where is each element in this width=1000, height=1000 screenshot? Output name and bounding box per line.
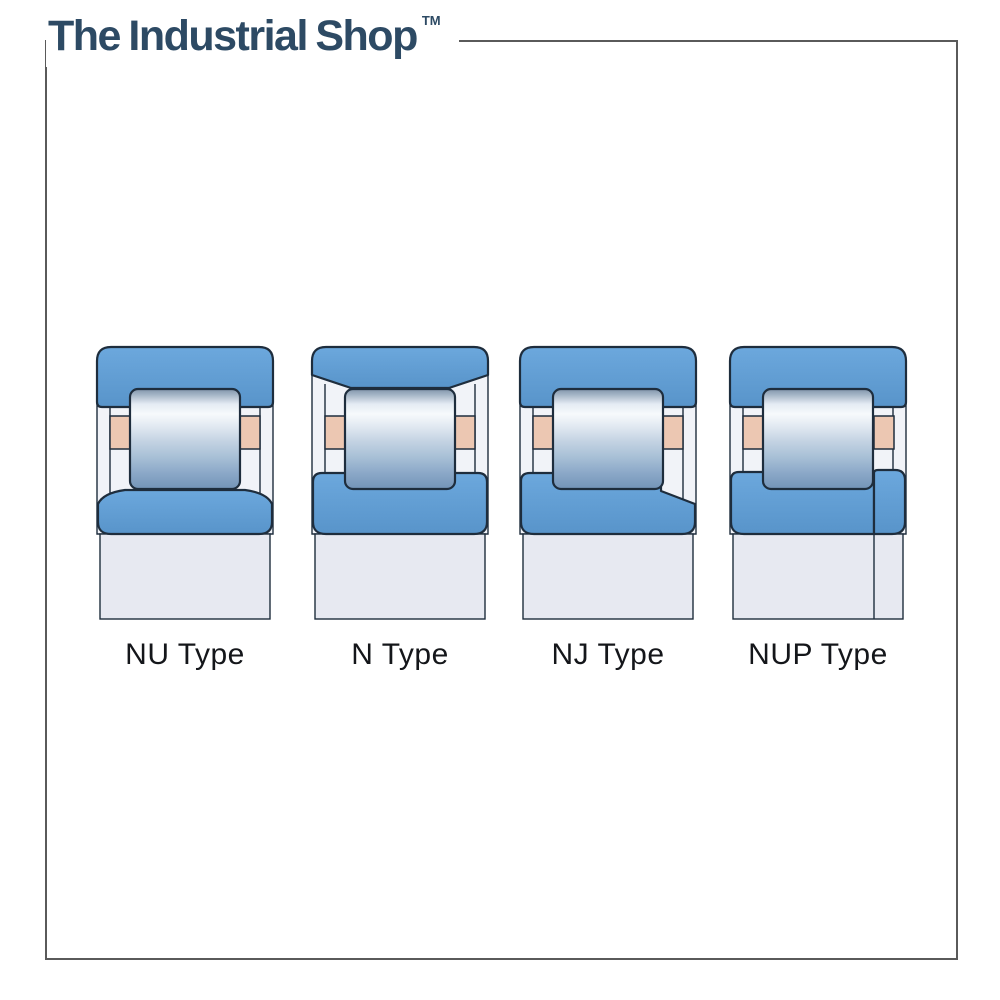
bearing-cross-section-nj	[518, 345, 698, 620]
outer-ring-plain	[310, 345, 490, 390]
brand-name: The Industrial Shop	[48, 12, 418, 60]
trademark-symbol: TM	[421, 13, 441, 28]
cage-left	[109, 415, 131, 450]
cage-left	[742, 415, 764, 450]
cage-right	[239, 415, 261, 450]
cage-right	[873, 415, 895, 450]
cage-right	[662, 415, 684, 450]
shaft	[522, 533, 694, 620]
bearing-cross-section-nup	[728, 345, 908, 620]
thrust-collar	[872, 468, 907, 536]
bearing-diagram-nj: NJ Type	[518, 342, 698, 672]
bearing-diagram-n: N Type	[310, 342, 490, 672]
bearing-type-label: N Type	[351, 638, 449, 671]
inner-ring	[96, 488, 274, 536]
bearing-diagram-nup: NUP Type	[728, 342, 908, 672]
roller	[128, 387, 242, 491]
shaft	[99, 533, 271, 620]
roller	[551, 387, 665, 491]
bearing-diagram-nu: NU Type	[95, 342, 275, 672]
cage-left	[532, 415, 554, 450]
roller	[343, 387, 457, 491]
bearing-type-label: NUP Type	[748, 638, 888, 671]
shaft	[314, 533, 486, 620]
shaft	[732, 533, 904, 620]
roller	[761, 387, 875, 491]
bearing-cross-section-nu	[95, 345, 275, 620]
cage-right	[454, 415, 476, 450]
brand-logo: The Industrial Shop TM	[46, 12, 459, 68]
bearing-type-label: NU Type	[125, 638, 245, 671]
bearing-type-label: NJ Type	[551, 638, 665, 671]
bearing-cross-section-n	[310, 345, 490, 620]
cage-left	[324, 415, 346, 450]
